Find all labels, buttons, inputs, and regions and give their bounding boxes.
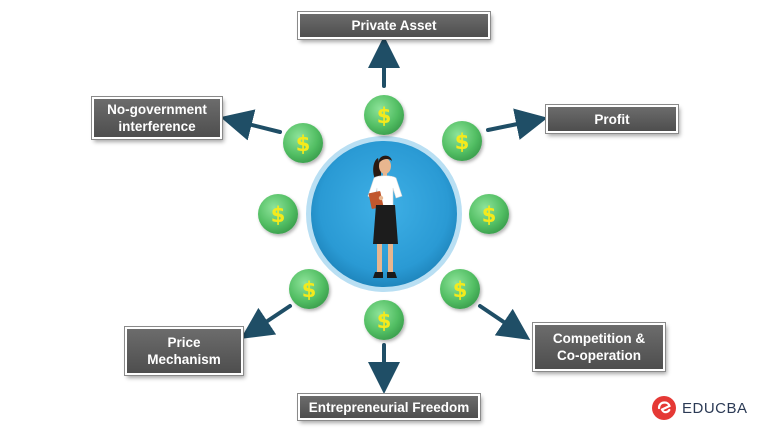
- dollar-coin-upper-right: $: [442, 121, 482, 161]
- dollar-coin-lower-right: $: [440, 269, 480, 309]
- arrows: [220, 36, 548, 394]
- dollar-sign-icon: $: [302, 278, 317, 302]
- dollar-coin-right: $: [469, 194, 509, 234]
- dollar-sign-icon: $: [453, 278, 468, 302]
- label-entrepreneurial-freedom: Entrepreneurial Freedom: [298, 394, 480, 420]
- dollar-coin-lower-left: $: [289, 269, 329, 309]
- businesswoman-figure: [367, 155, 403, 278]
- educba-logo-icon: [652, 396, 676, 420]
- dollar-sign-icon: $: [482, 203, 497, 227]
- dollar-sign-icon: $: [377, 309, 392, 333]
- dollar-sign-icon: $: [377, 104, 392, 128]
- dollar-coin-bottom: $: [364, 300, 404, 340]
- label-no-government-interference: No-government interference: [92, 97, 222, 139]
- arrow-down-left: [240, 304, 292, 339]
- dollar-sign-icon: $: [455, 130, 470, 154]
- dollar-coin-top: $: [364, 95, 404, 135]
- logo-text: EDUCBA: [682, 399, 748, 417]
- arrow-up-right: [486, 108, 548, 140]
- label-competition-cooperation: Competition & Co-operation: [533, 323, 665, 371]
- arrow-down-right: [478, 304, 531, 340]
- label-price-mechanism: Price Mechanism: [125, 327, 243, 375]
- dollar-coin-left: $: [258, 194, 298, 234]
- label-private-asset: Private Asset: [298, 12, 490, 39]
- arrow-up-left: [220, 109, 282, 141]
- label-profit: Profit: [546, 105, 678, 133]
- dollar-sign-icon: $: [296, 132, 311, 156]
- coins: $ $ $ $ $ $ $: [258, 95, 509, 340]
- dollar-coin-upper-left: $: [283, 123, 323, 163]
- educba-logo: EDUCBA: [651, 393, 763, 423]
- dollar-sign-icon: $: [271, 203, 286, 227]
